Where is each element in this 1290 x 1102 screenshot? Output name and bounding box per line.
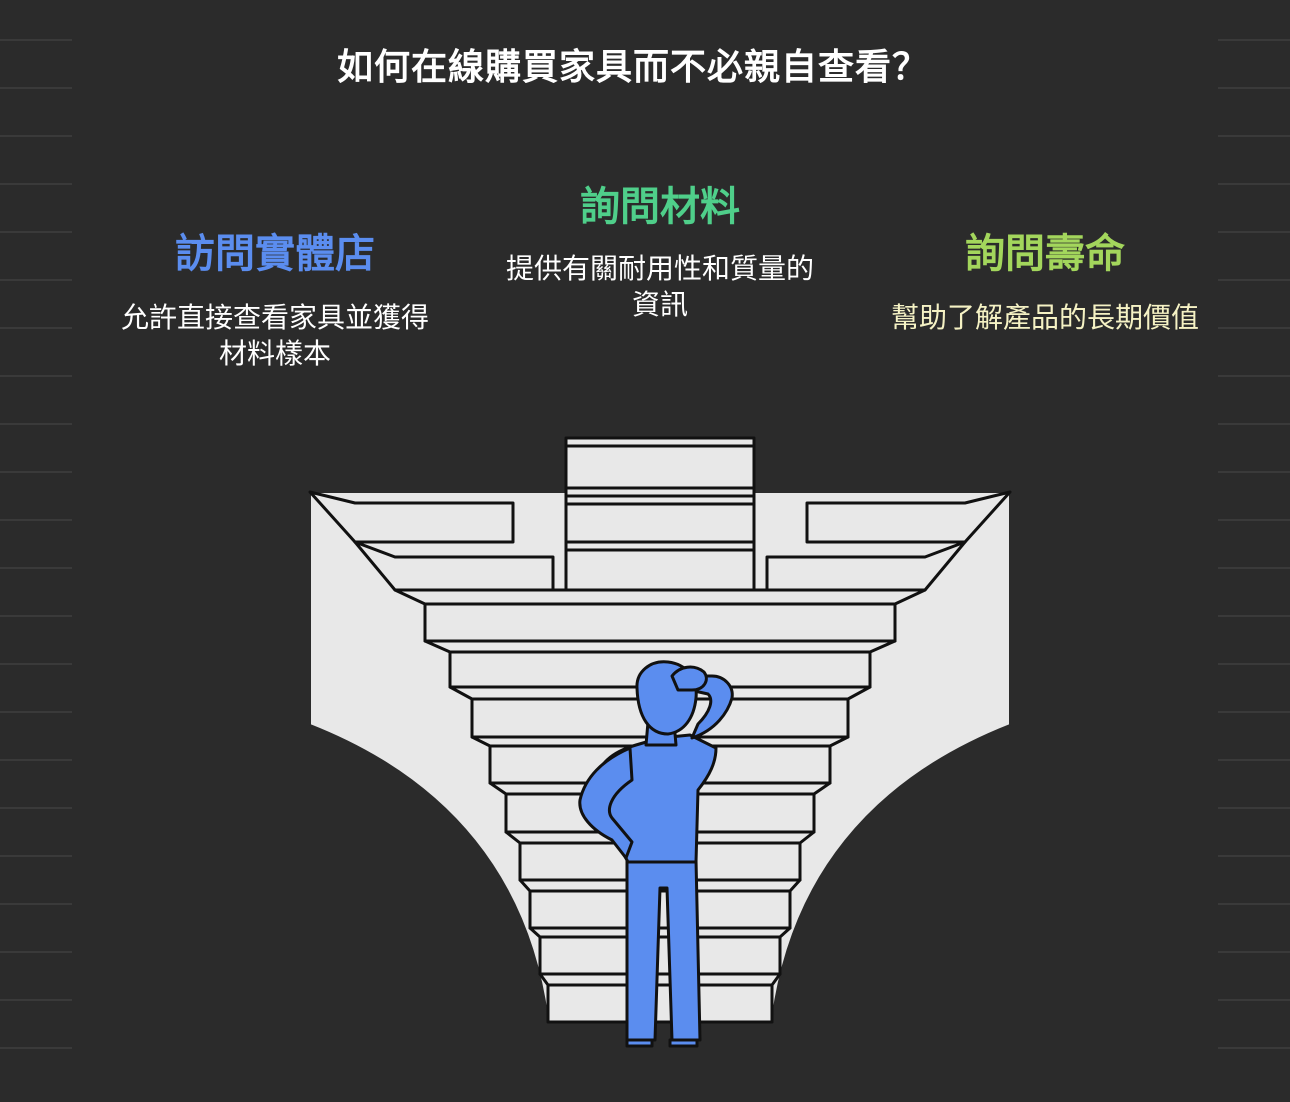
left-edge-rules xyxy=(0,39,72,1049)
center-step xyxy=(564,548,756,592)
option-heading: 訪問實體店 xyxy=(175,231,375,277)
option-heading: 詢問壽命 xyxy=(965,231,1125,277)
option-ask-materials: 詢問材料 提供有關耐用性和質量的資訊 xyxy=(485,183,835,323)
lower-step xyxy=(538,935,782,976)
lower-step xyxy=(423,602,897,643)
lower-step xyxy=(423,639,897,654)
left-step xyxy=(353,540,555,592)
option-description: 允許直接查看家具並獲得材料樣本 xyxy=(120,301,429,370)
right-edge-rules xyxy=(1218,39,1290,1049)
left-step xyxy=(308,490,515,544)
lower-step xyxy=(546,983,774,1024)
center-step xyxy=(564,444,756,490)
confused-person-icon xyxy=(578,660,734,1048)
center-step xyxy=(564,502,756,544)
option-visit-store: 訪問實體店 允許直接查看家具並獲得材料樣本 xyxy=(100,230,450,372)
right-step xyxy=(765,540,967,592)
lower-step xyxy=(538,972,782,987)
option-heading: 詢問材料 xyxy=(580,184,740,230)
option-description: 提供有關耐用性和質量的資訊 xyxy=(505,252,814,321)
diagram-title: 如何在線購買家具而不必親自查看？ xyxy=(336,47,929,88)
right-step xyxy=(805,490,1012,544)
option-ask-lifespan: 詢問壽命 幫助了解產品的長期價值 xyxy=(870,230,1220,336)
lower-step xyxy=(393,588,927,606)
option-description: 幫助了解產品的長期價值 xyxy=(890,301,1199,334)
